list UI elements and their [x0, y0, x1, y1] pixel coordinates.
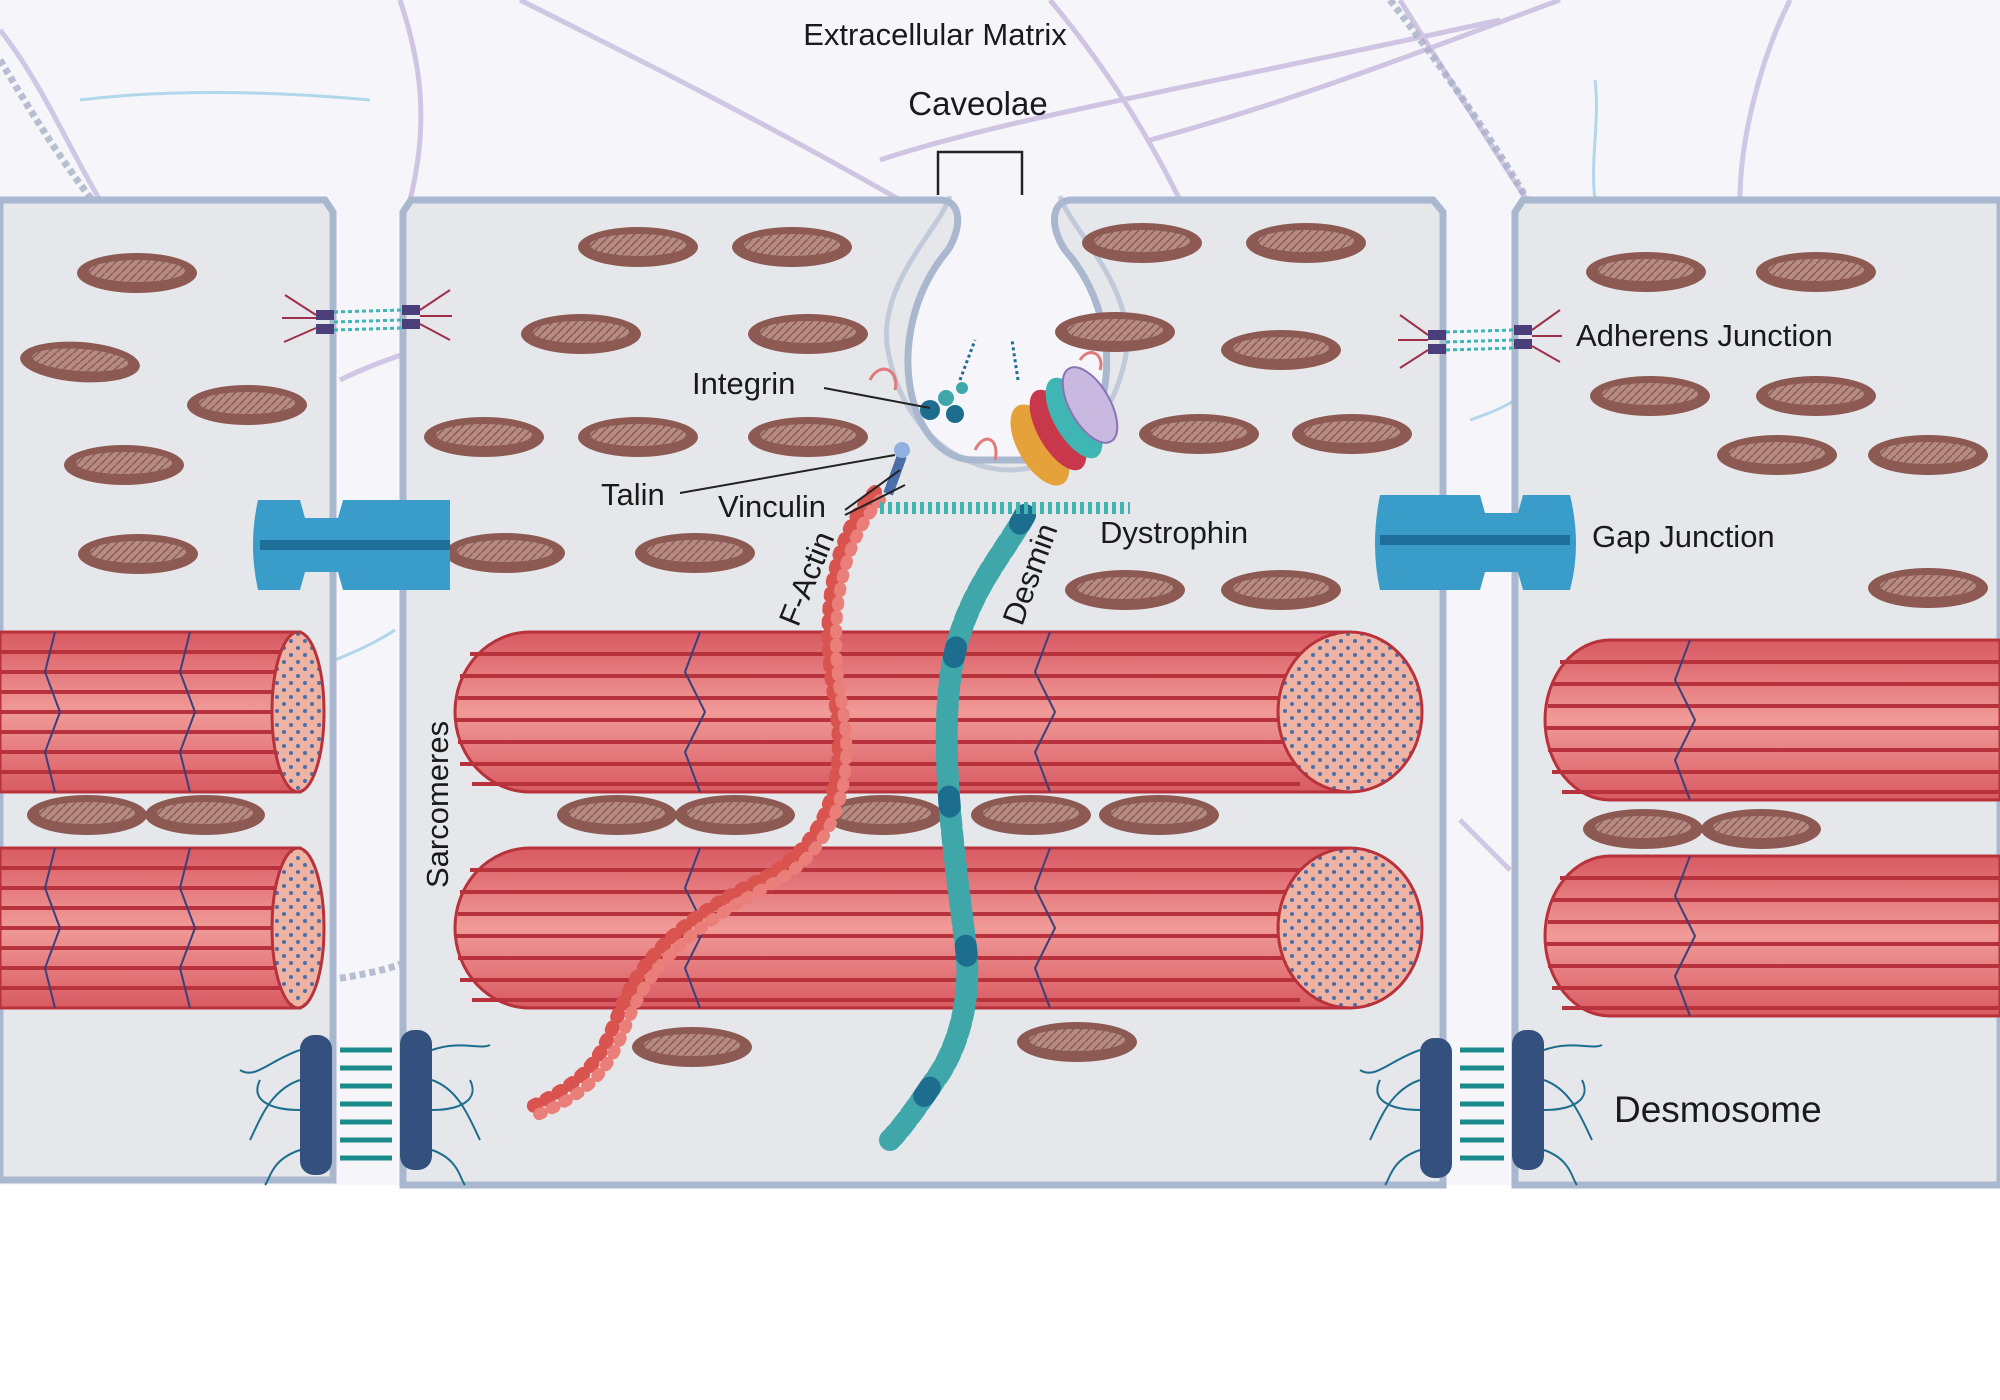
- mitochondrion-icon: [1292, 414, 1412, 454]
- mitochondrion-icon: [1055, 312, 1175, 352]
- caveolae-bracket: [936, 150, 1024, 195]
- mitochondrion-icon: [1246, 223, 1366, 263]
- adherens-junction-icon: [1398, 309, 1562, 369]
- mitochondrion-icon: [557, 795, 677, 835]
- mitochondrion-icon: [187, 385, 307, 425]
- mitochondrion-icon: [1717, 435, 1837, 475]
- mitochondrion-icon: [1590, 376, 1710, 416]
- mitochondrion-icon: [1082, 223, 1202, 263]
- mitochondrion-icon: [64, 445, 184, 485]
- myofibril-icon: [1543, 854, 2000, 1018]
- mitochondrion-icon: [1221, 570, 1341, 610]
- mitochondrion-icon: [632, 1027, 752, 1067]
- caveolin-proteins: [868, 351, 1103, 461]
- leader-lines: [679, 387, 931, 516]
- mitochondrion-icon: [1756, 252, 1876, 292]
- mitochondrion-icon: [748, 417, 868, 457]
- vinculin-label: Vinculin: [718, 489, 826, 524]
- mitochondrion-icon: [732, 227, 852, 267]
- ecm-label: Extracellular Matrix: [803, 17, 1067, 52]
- mitochondrion-icon: [445, 533, 565, 573]
- mitochondrion-icon: [145, 795, 265, 835]
- ecm-collagen-fibers: [79, 79, 1598, 662]
- mitochondrion-icon: [971, 795, 1091, 835]
- mitochondrion-icon: [78, 534, 198, 574]
- myofibrils: [0, 630, 2000, 1018]
- desmosome-icon: [1359, 1030, 1603, 1186]
- mitochondrion-icon: [1065, 570, 1185, 610]
- caveolae-label: Caveolae: [908, 85, 1047, 122]
- integrin-icon: [883, 339, 977, 496]
- desmin-filament: [879, 504, 1036, 1151]
- desmosome-label: Desmosome: [1614, 1089, 1822, 1130]
- mitochondrion-icon: [1221, 330, 1341, 370]
- mitochondrion-icon: [578, 417, 698, 457]
- mitochondrion-icon: [675, 795, 795, 835]
- mitochondrion-icon: [748, 314, 868, 354]
- myofibril-icon: [453, 630, 1424, 794]
- myofibril-icon: [453, 846, 1424, 1010]
- myofibril-icon: [0, 630, 326, 794]
- mitochondrion-icon: [1586, 252, 1706, 292]
- myofibril-icon: [1543, 638, 2000, 802]
- gap-junction-icon: [253, 500, 450, 590]
- mitochondrion-icon: [635, 533, 755, 573]
- mitochondrion-icon: [1139, 414, 1259, 454]
- mitochondrion-icon: [424, 417, 544, 457]
- mitochondrion-icon: [521, 314, 641, 354]
- desmosome-icon: [239, 1030, 491, 1186]
- mitochondrion-icon: [1017, 1022, 1137, 1062]
- dystroglycan-complex-icon: [1010, 339, 1119, 486]
- mitochondrion-icon: [1583, 809, 1703, 849]
- mitochondrion-icon: [1868, 568, 1988, 608]
- adherens-junction-label: Adherens Junction: [1576, 318, 1833, 353]
- mitochondrion-icon: [1756, 376, 1876, 416]
- myofibril-icon: [0, 846, 326, 1010]
- adherens-junction-icon: [282, 289, 452, 343]
- mitochondrion-icon: [77, 253, 197, 293]
- mitochondrion-icon: [1868, 435, 1988, 475]
- ecm-fibers: [0, 0, 1793, 872]
- mitochondrion-icon: [1701, 809, 1821, 849]
- mitochondrion-icon: [27, 795, 147, 835]
- sarcomeres-label: Sarcomeres: [420, 721, 455, 888]
- f-actin-filament: [518, 485, 886, 1124]
- dystrophin-label: Dystrophin: [1100, 515, 1248, 550]
- gap-junction-label: Gap Junction: [1592, 519, 1775, 554]
- mitochondrion-icon: [578, 227, 698, 267]
- talin-label: Talin: [601, 477, 665, 512]
- mitochondrion-icon: [1099, 795, 1219, 835]
- gap-junction-icon: [1375, 495, 1576, 590]
- integrin-label: Integrin: [692, 366, 795, 401]
